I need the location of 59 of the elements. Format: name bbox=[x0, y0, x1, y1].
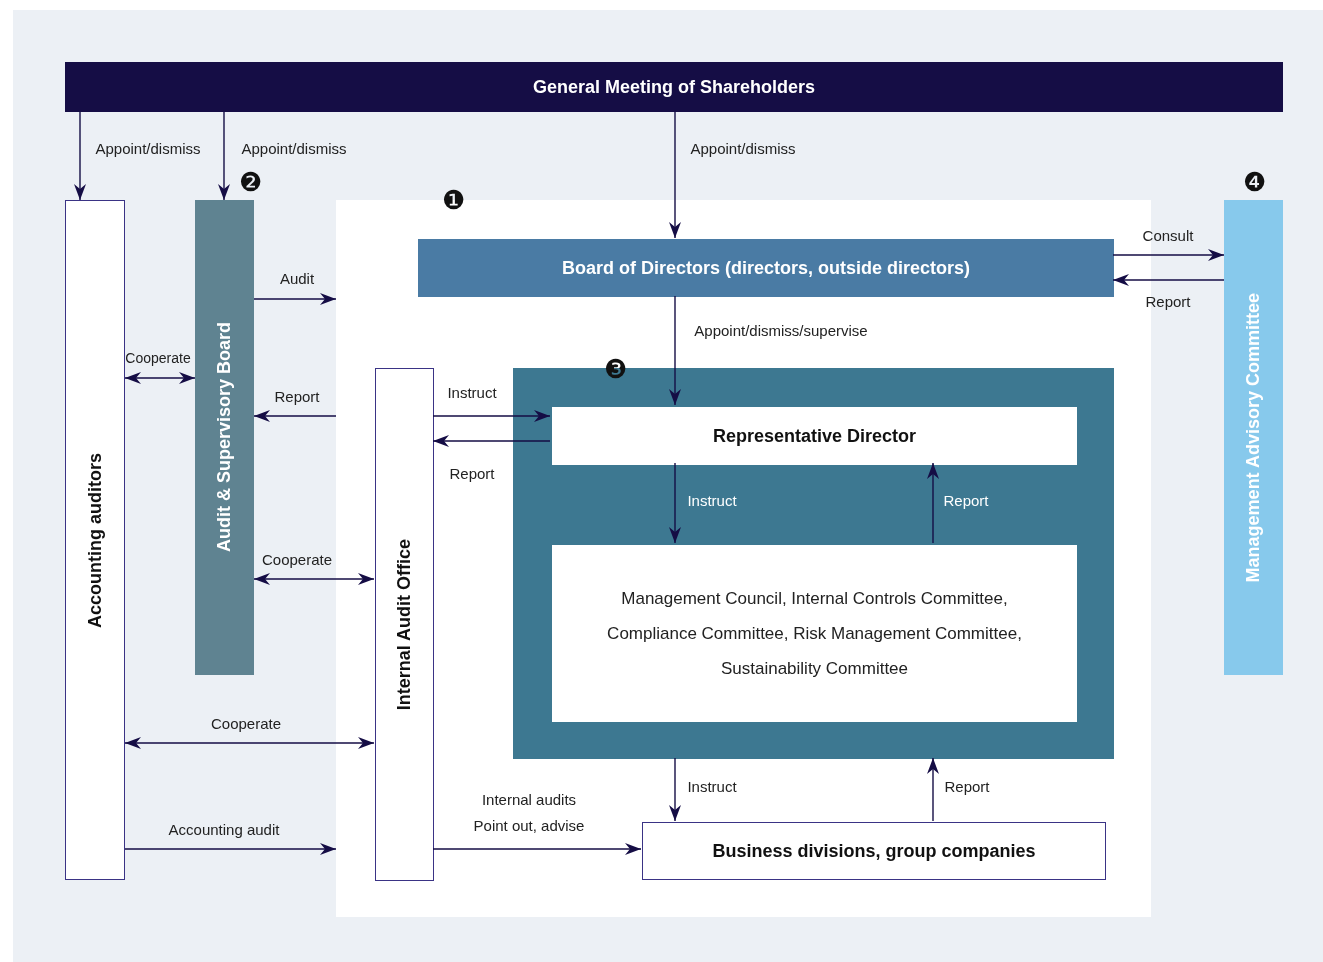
arrow bbox=[253, 573, 375, 585]
arrow bbox=[253, 293, 337, 305]
arrow bbox=[669, 295, 681, 406]
vertical-box bbox=[65, 200, 125, 880]
edge-label: Appoint/dismiss/supervise bbox=[694, 321, 868, 339]
process-box bbox=[642, 822, 1106, 880]
edge-label: Appoint/dismiss bbox=[690, 139, 796, 157]
edge-label: Internal audits Point out, advise bbox=[472, 790, 586, 836]
callout-number: ❹ bbox=[1241, 169, 1267, 195]
arrow bbox=[669, 462, 681, 544]
node-label: Accounting auditors bbox=[84, 452, 106, 628]
arrow bbox=[124, 737, 375, 749]
arrow bbox=[432, 410, 551, 422]
arrow bbox=[218, 111, 230, 201]
arrow bbox=[669, 111, 681, 239]
edge-label: Instruct bbox=[447, 383, 497, 401]
arrow bbox=[927, 462, 939, 544]
edge-label: Report bbox=[944, 777, 990, 795]
edge-label: Consult bbox=[1142, 226, 1194, 244]
edge-label: Accounting audit bbox=[168, 820, 280, 838]
arrow bbox=[253, 410, 337, 422]
edge-label: Report bbox=[274, 387, 320, 405]
arrow bbox=[432, 435, 551, 447]
vertical-box bbox=[375, 368, 434, 881]
vertical-box bbox=[1224, 200, 1283, 675]
edge-label: Appoint/dismiss bbox=[241, 139, 347, 157]
node-label: Representative Director bbox=[712, 425, 917, 447]
edge-label: Report bbox=[449, 464, 495, 482]
process-box bbox=[418, 239, 1114, 297]
callout-number: ❶ bbox=[440, 187, 466, 213]
edge-label: Cooperate bbox=[261, 550, 333, 568]
edge-label: Cooperate bbox=[210, 714, 282, 732]
arrow bbox=[432, 843, 642, 855]
process-box bbox=[552, 545, 1077, 722]
node-label: Audit & Supervisory Board bbox=[214, 322, 235, 553]
node-label: Management Advisory Committee bbox=[1243, 292, 1264, 583]
node-label: Board of Directors (directors, outside directors) bbox=[561, 257, 971, 279]
edge-label: Appoint/dismiss bbox=[95, 139, 201, 157]
arrow bbox=[124, 843, 337, 855]
arrow bbox=[669, 757, 681, 822]
edge-label: Instruct bbox=[687, 491, 737, 509]
arrow bbox=[1112, 274, 1225, 286]
process-box bbox=[552, 407, 1077, 465]
node-label: Internal Audit Office bbox=[394, 538, 415, 711]
edge-label: Report bbox=[1145, 292, 1191, 310]
edge-label: Cooperate bbox=[125, 350, 191, 366]
arrow bbox=[927, 757, 939, 822]
callout-number: ❷ bbox=[237, 169, 263, 195]
edge-label: Report bbox=[943, 491, 989, 509]
edge-label: Instruct bbox=[687, 777, 737, 795]
header-bar bbox=[65, 62, 1283, 112]
arrow bbox=[124, 372, 196, 384]
node-label: Business divisions, group companies bbox=[712, 840, 1036, 862]
node-label: Management Council, Internal Controls Committee, Compliance Committee, Risk Management Committee, Sustainability Committee bbox=[606, 588, 1023, 680]
vertical-box bbox=[195, 200, 254, 675]
edge-label: Audit bbox=[279, 269, 315, 287]
arrow bbox=[1112, 249, 1225, 261]
arrow bbox=[74, 111, 86, 201]
node-label: General Meeting of Shareholders bbox=[532, 76, 816, 98]
